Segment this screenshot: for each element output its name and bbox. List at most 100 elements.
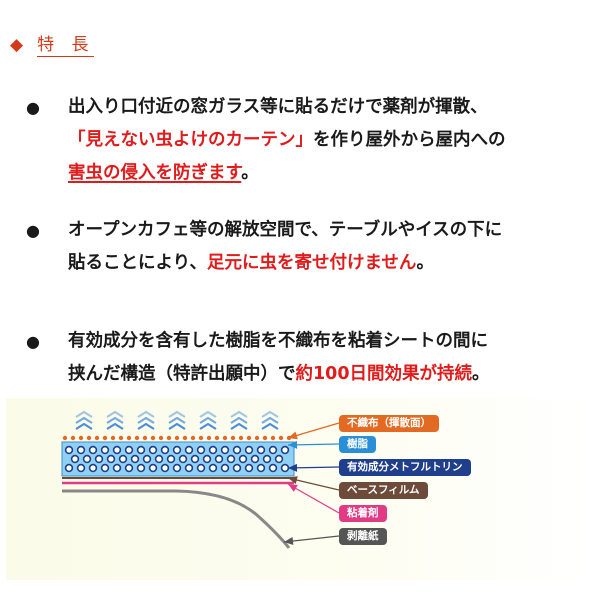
vapor-chevron [137, 410, 155, 418]
vapor-chevron [106, 410, 124, 418]
active-ingredient-dot [148, 463, 158, 473]
active-ingredient-dot [208, 445, 218, 455]
release-paper [62, 489, 291, 549]
active-ingredient-dot [142, 454, 152, 464]
nonwoven-dot [174, 435, 180, 441]
feature-1-line-3-rest: 。 [241, 163, 259, 183]
feature-2-line-2-lead: 貼ることにより、 [68, 253, 207, 273]
active-ingredient-dot [160, 445, 170, 455]
nonwoven-dot [102, 435, 108, 441]
active-ingredient-dot [238, 454, 248, 464]
vapor-chevron [230, 410, 248, 418]
active-ingredient-dot [166, 454, 176, 464]
active-ingredient-dot [154, 454, 164, 464]
active-ingredient-dot [88, 445, 98, 455]
vapor-chevron [168, 416, 186, 424]
nonwoven-dot [94, 435, 100, 441]
active-ingredient-dot [256, 445, 266, 455]
vapor-chevron [199, 422, 217, 430]
nonwoven-dot [158, 435, 164, 441]
active-ingredient-dot [226, 454, 236, 464]
active-ingredient-dot [106, 454, 116, 464]
nonwoven-dot [126, 435, 132, 441]
vapor-chevron [261, 416, 279, 424]
nonwoven-dot [166, 435, 172, 441]
active-ingredient-dot [274, 454, 284, 464]
feature-3-line-2: 挟んだ構造（特許出願中）で約100日間効果が持続。 [68, 358, 586, 391]
active-ingredient-dot [190, 454, 200, 464]
label-active-ingredient: 有効成分メトフルトリン [339, 459, 471, 476]
nonwoven-dot [150, 435, 156, 441]
active-ingredient-dot [232, 463, 242, 473]
vapor-chevron [168, 410, 186, 418]
feature-1-highlight-2: 害虫の侵入を防ぎます [68, 163, 242, 183]
active-ingredient-dot [214, 454, 224, 464]
active-ingredient-dot [172, 445, 182, 455]
vapor-chevron [199, 416, 217, 424]
nonwoven-dot [118, 435, 124, 441]
nonwoven-layer [62, 435, 292, 441]
active-ingredient-dot [100, 445, 110, 455]
vapor-chevron [106, 416, 124, 424]
leader-arrowhead [288, 476, 298, 484]
leader-lines [283, 422, 340, 546]
vapor-chevron [168, 422, 186, 430]
label-release-paper: 剥離紙 [339, 528, 387, 545]
vapor-chevron [261, 410, 279, 418]
label-resin: 樹脂 [339, 436, 376, 453]
vapor-chevron [137, 416, 155, 424]
feature-item-3: ● 有効成分を含有した樹脂を不織布を粘着シートの間に 挟んだ構造（特許出願中）で… [26, 325, 586, 391]
nonwoven-dot [278, 435, 284, 441]
vapor-chevron [137, 422, 155, 430]
active-ingredient-dot [184, 463, 194, 473]
active-ingredient-dot [280, 463, 290, 473]
nonwoven-dot [254, 435, 260, 441]
active-ingredient-dot [196, 463, 206, 473]
active-ingredient-dot [196, 445, 206, 455]
leader-arrowhead [288, 463, 298, 472]
vapor-chevron [199, 410, 217, 418]
nonwoven-dot [262, 435, 268, 441]
active-ingredient-dot [76, 463, 86, 473]
active-ingredient-dot [268, 445, 278, 455]
active-ingredient-dot [136, 445, 146, 455]
active-ingredient-dot [130, 454, 140, 464]
vapor-chevron [75, 422, 93, 430]
active-ingredient-dot [160, 463, 170, 473]
active-ingredient-dot [124, 463, 134, 473]
leader-arrowhead [288, 440, 298, 449]
section-title-text: 特 長 [37, 35, 95, 57]
active-ingredient-dot [220, 463, 230, 473]
nonwoven-dot [142, 435, 148, 441]
feature-2-line-1: オープンカフェ等の解放空間で、テーブルやイスの下に [68, 220, 503, 240]
nonwoven-dot [214, 435, 220, 441]
label-base-film: ベースフィルム [339, 482, 428, 499]
active-ingredient-dot [244, 463, 254, 473]
nonwoven-dot [134, 435, 140, 441]
active-ingredient-dot [64, 463, 74, 473]
nonwoven-dot [222, 435, 228, 441]
active-ingredient-dot [70, 454, 80, 464]
active-ingredient-dot [100, 463, 110, 473]
active-ingredient-dot [244, 445, 254, 455]
diamond-icon: ◆ [10, 35, 26, 55]
active-ingredient-dot [256, 463, 266, 473]
active-ingredient-dot [232, 445, 242, 455]
nonwoven-dot [198, 435, 204, 441]
vapor-chevron [230, 422, 248, 430]
active-ingredient-dot [250, 454, 260, 464]
active-ingredient-dot [262, 454, 272, 464]
active-ingredient-dot [208, 463, 218, 473]
layer-structure-svg [61, 410, 340, 549]
feature-3-line-2-lead: 挟んだ構造（特許出願中）で [68, 364, 296, 384]
active-ingredient-dot [64, 445, 74, 455]
feature-1-line-2: 「見えない虫よけのカーテン」を作り屋外から屋内への [68, 124, 586, 157]
feature-1-line-1: 出入り口付近の窓ガラス等に貼るだけで薬剤が揮散、 [68, 97, 488, 117]
active-ingredient-dot [148, 445, 158, 455]
feature-2-line-2-rest: 。 [416, 253, 434, 273]
active-ingredient-dot [112, 463, 122, 473]
nonwoven-dot [238, 435, 244, 441]
feature-item-1: ● 出入り口付近の窓ガラス等に貼るだけで薬剤が揮散、 「見えない虫よけのカーテン… [26, 91, 586, 190]
active-ingredient-dot [94, 454, 104, 464]
active-ingredient-dot [178, 454, 188, 464]
